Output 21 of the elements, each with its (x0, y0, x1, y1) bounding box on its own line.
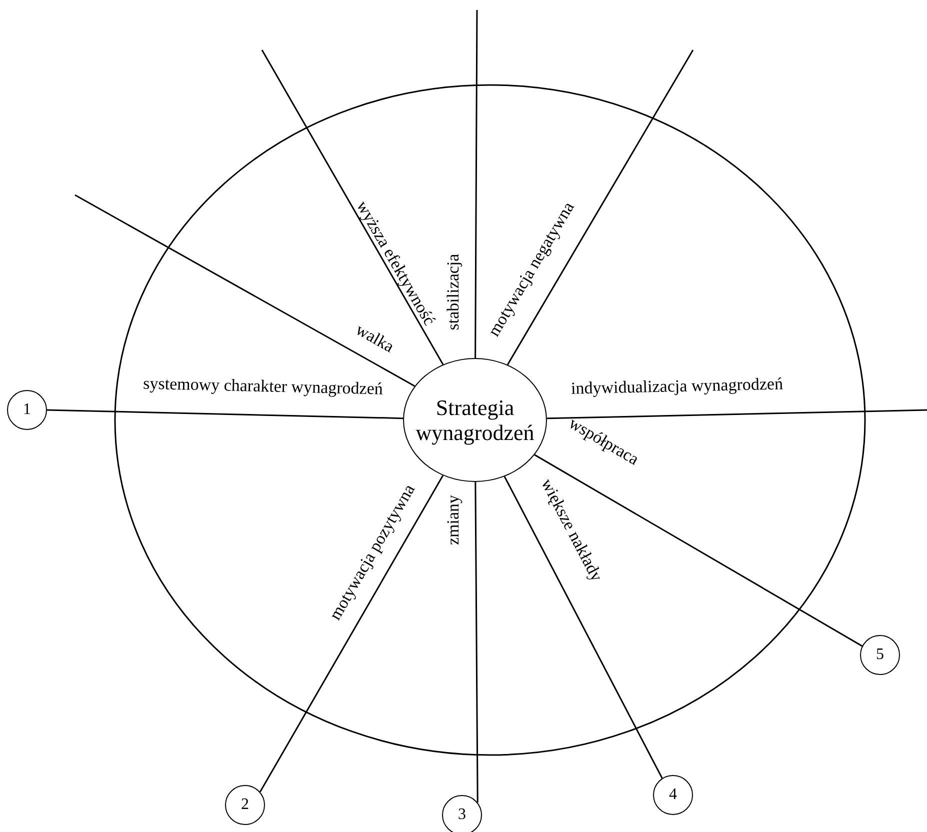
number-circle: 3 (442, 795, 482, 832)
edge-label: systemowy charakter wynagrodzeń (143, 374, 384, 398)
number-circle: 5 (860, 635, 900, 675)
connector-line (504, 476, 663, 779)
connector-line (261, 50, 444, 365)
connector-line (46, 409, 404, 420)
center-circle: Strategia wynagrodzeń (403, 358, 547, 482)
number-circle: 2 (225, 785, 265, 825)
connector-line (259, 475, 444, 792)
edge-label: indywidualizacja wynagrodzeń (570, 375, 783, 397)
edge-label: stabilizacja (444, 254, 462, 330)
connector-line (546, 409, 927, 420)
edge-label: zmiany (444, 494, 462, 546)
connector-line (506, 50, 694, 366)
edge-label: walka (354, 321, 398, 356)
connector-line (474, 10, 478, 358)
connector-line (474, 482, 478, 802)
number-circle: 4 (653, 775, 693, 815)
connector-line (534, 454, 862, 647)
connector-line (74, 194, 416, 387)
number-circle: 1 (7, 390, 47, 430)
